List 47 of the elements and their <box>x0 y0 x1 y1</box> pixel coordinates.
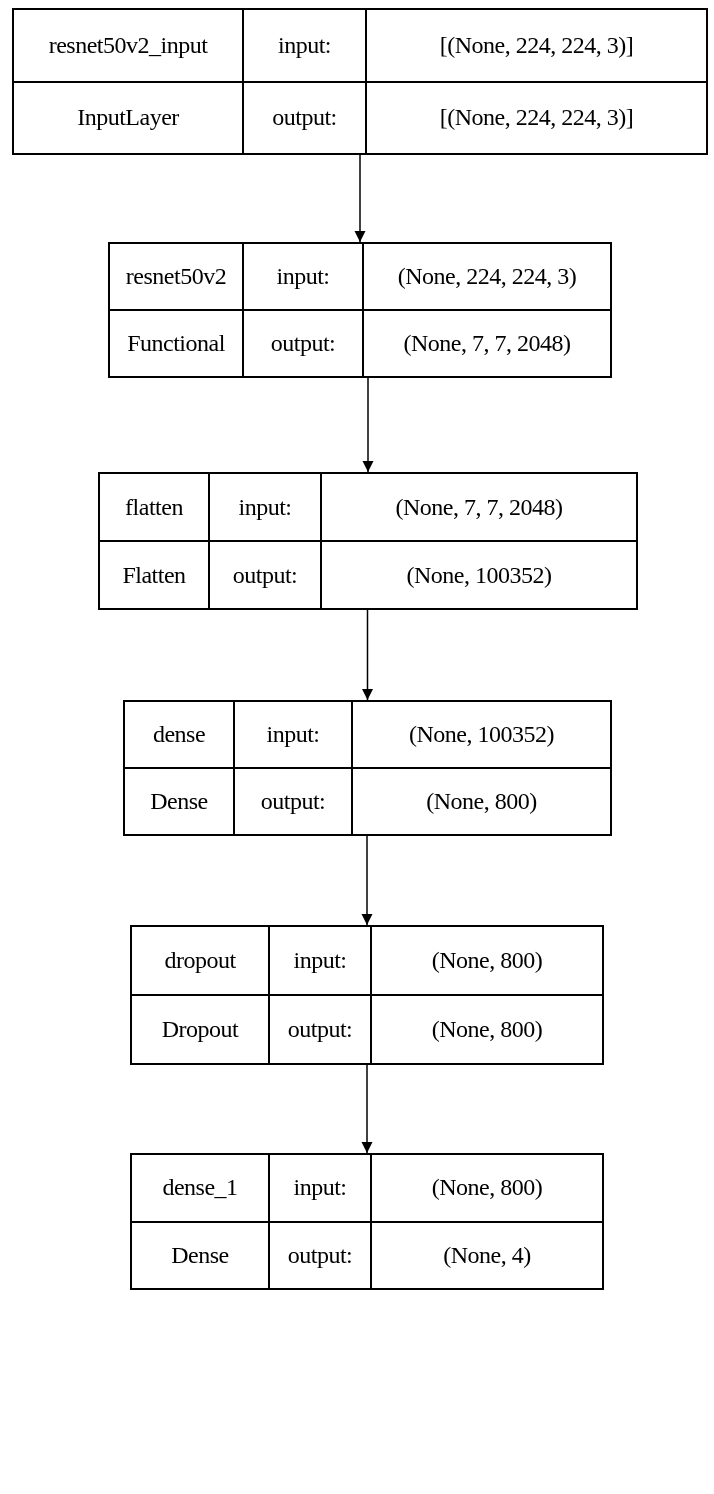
arrow <box>361 1064 373 1154</box>
port-label: input: <box>243 9 366 82</box>
layer-table <box>12 8 708 155</box>
layer-table <box>108 242 612 378</box>
port-label: output: <box>269 1221 371 1289</box>
port-label: output: <box>209 541 321 609</box>
layer-table <box>123 700 612 836</box>
arrow <box>361 835 373 926</box>
port-label: output: <box>269 995 371 1064</box>
shape-value: (None, 800) <box>371 995 603 1064</box>
layer-type: Dense <box>124 768 234 835</box>
layer-name: dropout <box>131 926 269 995</box>
layer-table <box>130 925 604 1065</box>
layer-name: resnet50v2 <box>109 243 243 310</box>
layer-type: Dropout <box>131 995 269 1064</box>
port-label: output: <box>234 768 352 835</box>
shape-value: (None, 100352) <box>321 541 637 609</box>
shape-value: (None, 4) <box>371 1221 603 1289</box>
shape-value: (None, 224, 224, 3) <box>363 243 611 310</box>
layer-table <box>98 472 638 610</box>
layer-type: Functional <box>109 310 243 377</box>
layer-type: Dense <box>131 1221 269 1289</box>
port-label: input: <box>234 701 352 768</box>
port-label: input: <box>269 1154 371 1222</box>
layer-name: dense <box>124 701 234 768</box>
shape-value: (None, 7, 7, 2048) <box>321 473 637 541</box>
layer-name: flatten <box>99 473 209 541</box>
arrow <box>362 377 374 473</box>
layer-type: InputLayer <box>13 81 243 154</box>
shape-value: (None, 800) <box>371 926 603 995</box>
port-label: input: <box>243 243 363 310</box>
shape-value: [(None, 224, 224, 3)] <box>366 9 707 82</box>
shape-value: (None, 7, 7, 2048) <box>363 310 611 377</box>
shape-value: (None, 100352) <box>352 701 611 768</box>
port-label: input: <box>269 926 371 995</box>
shape-value: (None, 800) <box>371 1154 603 1222</box>
layer-name: dense_1 <box>131 1154 269 1222</box>
layer-name: resnet50v2_input <box>13 9 243 82</box>
port-label: input: <box>209 473 321 541</box>
layer-table <box>130 1153 604 1290</box>
shape-value: (None, 800) <box>352 768 611 835</box>
port-label: output: <box>243 310 363 377</box>
arrow <box>362 609 373 701</box>
layer-type: Flatten <box>99 541 209 609</box>
arrow <box>354 154 366 243</box>
shape-value: [(None, 224, 224, 3)] <box>366 81 707 154</box>
port-label: output: <box>243 81 366 154</box>
